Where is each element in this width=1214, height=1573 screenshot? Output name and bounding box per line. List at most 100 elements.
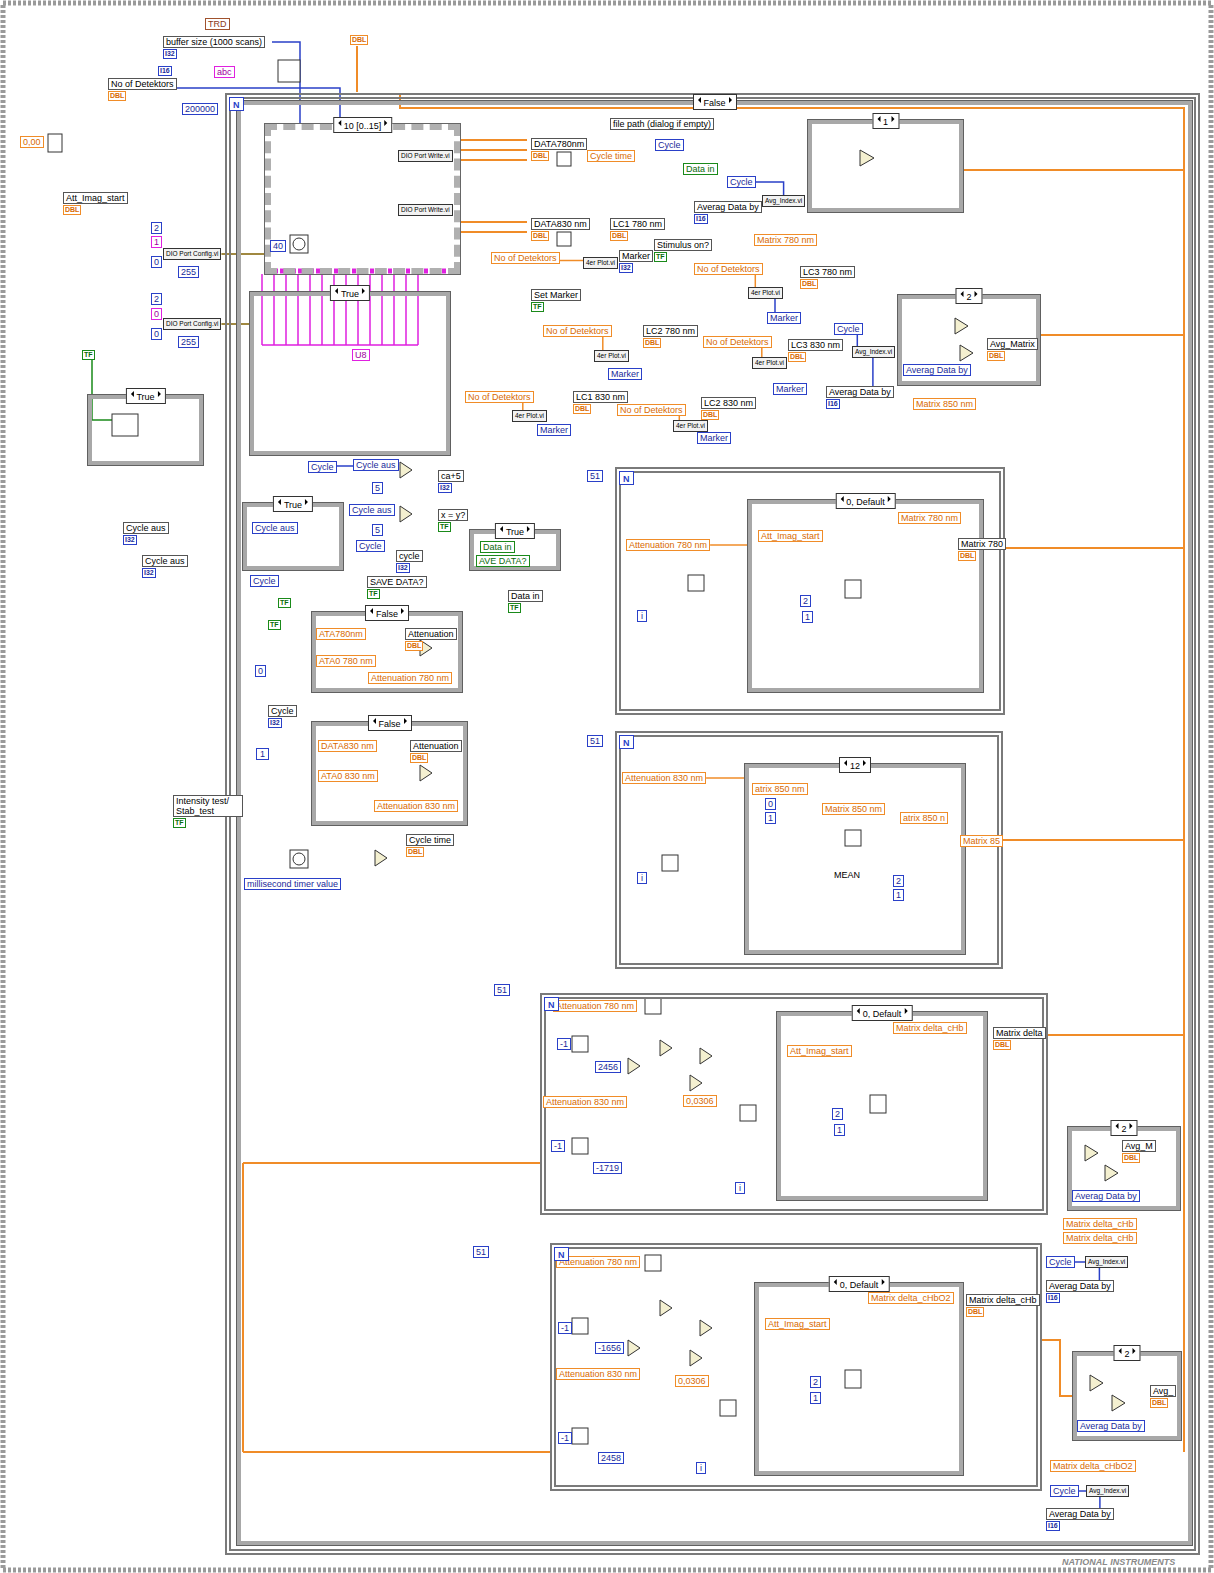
type-tag: DBL — [573, 404, 591, 414]
wire — [602, 337, 604, 350]
constant-label: i — [696, 1462, 706, 1474]
count-label: N — [233, 100, 240, 110]
local-variable: Attenuation 830 nm — [556, 1368, 640, 1380]
constant-label: 0,0306 — [683, 1095, 717, 1107]
terminal-label: SAVE DATA? — [367, 576, 427, 588]
terminal-label: Cycle — [1046, 1256, 1075, 1268]
type-tag: TF — [531, 302, 544, 312]
type-tag: DBL — [63, 205, 81, 215]
control-terminal: Cycle aus — [252, 522, 298, 534]
subvi-node: 4er Plot.vi — [748, 287, 783, 299]
terminal-label: cycle — [396, 550, 423, 562]
local-variable: Attenuation 780 nm — [556, 1256, 640, 1268]
terminal-label: Matrix delta_cHb — [966, 1294, 1040, 1306]
indicator-terminal: Avg_MDBL — [1122, 1140, 1156, 1163]
indicator-terminal: Intensity test/ Stab_testTF — [173, 795, 243, 828]
case-frame — [748, 500, 983, 692]
local-variable: No of Detektors — [491, 252, 560, 264]
terminal-label: Data in — [508, 590, 543, 602]
control-terminal: Cycle — [1046, 1256, 1075, 1268]
terminal-label: Avg_ — [1150, 1385, 1176, 1397]
control-terminal: Averag Data by — [1077, 1420, 1145, 1432]
local-variable: Matrix 780 nm — [754, 234, 817, 246]
subvi-node: Avg_Index.vi — [762, 195, 805, 207]
terminal-label: atrix 850 n — [900, 812, 948, 824]
terminal-label: Matrix 780 nm — [898, 512, 961, 524]
selector-label: 10 [0..15] — [344, 121, 382, 131]
constant-label: i — [735, 1182, 745, 1194]
indicator-terminal: LC3 830 nmDBL — [788, 339, 843, 362]
constant-label: 1 — [802, 611, 813, 623]
terminal-label: LC1 780 nm — [610, 218, 665, 230]
indicator-terminal: LC1 780 nmDBL — [610, 218, 665, 241]
selector-label: 0, Default — [846, 497, 885, 507]
constant-label: TF — [82, 350, 95, 360]
terminal-label: DATA830 nm — [318, 740, 377, 752]
terminal-label: DATA830 nm — [531, 218, 590, 230]
indicator-terminal: Att_Imag_startDBL — [63, 192, 128, 215]
constant-label: TF — [278, 598, 291, 608]
control-terminal: Cycle — [1050, 1485, 1079, 1497]
seq-frame — [265, 124, 460, 274]
constant-label: -1 — [558, 1322, 572, 1334]
constant-label: 5 — [372, 524, 383, 536]
terminal-label: Cycle — [727, 176, 756, 188]
type-tag: I16 — [826, 399, 840, 409]
terminal-label: 4er Plot.vi — [583, 257, 618, 269]
type-tag: DBL — [108, 91, 126, 101]
constant-label: 2 — [151, 222, 162, 234]
indicator-terminal: Data inTF — [508, 590, 543, 613]
type-tag: TF — [367, 589, 380, 599]
type-tag: I32 — [619, 263, 633, 273]
subvi-node: DIO Port Write.vi — [398, 150, 453, 162]
subvi-node: 4er Plot.vi — [512, 410, 547, 422]
terminal-label: 4er Plot.vi — [748, 287, 783, 299]
terminal-label: LC2 780 nm — [643, 325, 698, 337]
terminal-label: Cycle time — [587, 150, 635, 162]
indicator-terminal: No of DetektorsDBL — [108, 78, 177, 101]
indicator-terminal: Cycle ausI32 — [142, 555, 188, 578]
case-frame — [777, 1012, 987, 1200]
control-terminal: Marker — [608, 368, 642, 380]
terminal-label: ATA0 830 nm — [318, 770, 378, 782]
local-variable: DATA830 nm — [318, 740, 377, 752]
terminal-label: Attenuation 830 nm — [556, 1368, 640, 1380]
constant-label: 0,0306 — [675, 1375, 709, 1387]
selector-label: 12 — [850, 761, 860, 771]
boolean-terminal: AVE DATA? — [476, 555, 530, 567]
constant-label: 2 — [810, 1376, 821, 1388]
type-tag: I32 — [123, 535, 137, 545]
terminal-label: Attenuation 830 nm — [374, 800, 458, 812]
terminal-label: No of Detektors — [108, 78, 177, 90]
terminal-label: Marker — [537, 424, 571, 436]
terminal-label: Matrix 780 nm — [754, 234, 817, 246]
type-tag: DBL — [987, 351, 1005, 361]
case-frame — [755, 1283, 963, 1475]
wire — [755, 275, 757, 287]
control-terminal: Cycle — [308, 461, 337, 473]
type-tag: DBL — [531, 151, 549, 161]
constant-label: 0 — [151, 308, 162, 320]
terminal-label: Cycle — [250, 575, 279, 587]
terminal-label: Cycle — [268, 705, 297, 717]
indicator-terminal: ca+5I32 — [438, 470, 464, 493]
case-selector: True — [273, 496, 313, 512]
constant-label: -1719 — [593, 1162, 622, 1174]
local-variable: Cycle time — [587, 150, 635, 162]
terminal-label: Data in — [480, 541, 515, 553]
control-terminal: Cycle — [834, 323, 863, 335]
indicator-terminal: DATA780nmDBL — [531, 138, 587, 161]
selector-label: True — [136, 392, 154, 402]
case-structure: 12atrix 850 nmMatrix 850 nmatrix 850 n — [745, 764, 965, 954]
terminal-label: Data in — [683, 163, 718, 175]
terminal-label: 4er Plot.vi — [512, 410, 547, 422]
local-variable: No of Detektors — [694, 263, 763, 275]
case-structure: 1 — [808, 120, 963, 212]
indicator-terminal: Matrix deltaDBL — [993, 1027, 1046, 1050]
selector-label: 2 — [1124, 1349, 1129, 1359]
indicator-terminal: MarkerI32 — [619, 250, 653, 273]
selector-label: 2 — [1121, 1124, 1126, 1134]
constant-label: 2458 — [598, 1452, 624, 1464]
case-selector: 0, Default — [829, 1276, 890, 1292]
constant-label: 0 — [151, 256, 162, 268]
